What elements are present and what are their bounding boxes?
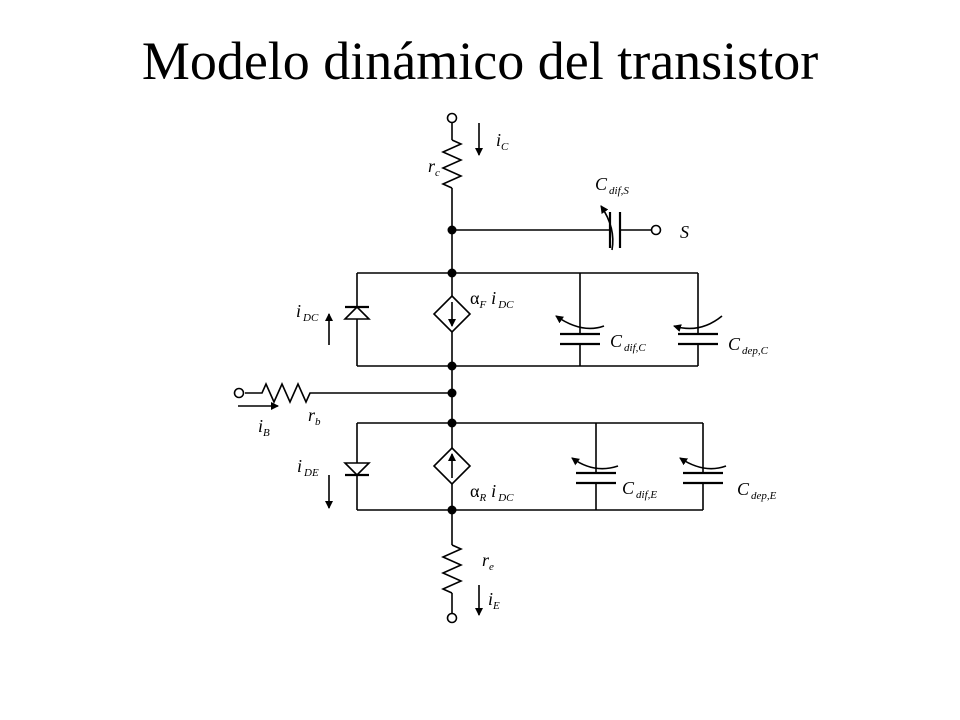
collector-diode-icon xyxy=(343,305,371,320)
junction-dot-icon xyxy=(447,225,457,235)
substrate-capacitor-variable-arrow-icon xyxy=(600,205,614,251)
label-i-c: iC xyxy=(496,130,509,153)
emitter-diffusion-capacitor-arrow-icon xyxy=(571,457,619,470)
junction-dot-icon xyxy=(447,388,457,398)
emitter-diode-icon xyxy=(343,462,371,477)
junction-dots xyxy=(447,225,457,515)
emitter-resistor-icon xyxy=(441,544,463,594)
label-s-terminal: S xyxy=(680,222,689,242)
forward-current-source-icon xyxy=(432,294,472,334)
junction-dot-icon xyxy=(447,361,457,371)
junction-dot-icon xyxy=(447,418,457,428)
label-r-e: re xyxy=(482,550,494,573)
collector-junction-block xyxy=(343,272,723,367)
base-resistor-icon xyxy=(245,382,452,404)
reverse-current-source-icon xyxy=(432,446,472,486)
slide-title: Modelo dinámico del transistor xyxy=(141,31,819,91)
junction-dot-icon xyxy=(447,268,457,278)
label-i-b: iB xyxy=(258,416,270,439)
collector-depletion-capacitor-arrow-icon xyxy=(673,315,723,332)
collector-resistor-icon xyxy=(441,139,463,189)
label-r-c: rc xyxy=(428,156,440,179)
substrate-capacitor-branch xyxy=(452,205,652,251)
base-terminal-icon[interactable] xyxy=(233,387,245,399)
label-r-b: rb xyxy=(308,405,321,428)
emitter-terminal-icon[interactable] xyxy=(446,612,458,624)
label-i-e: iE xyxy=(488,589,500,612)
emitter-junction-block xyxy=(343,422,727,511)
substrate-terminal-icon[interactable] xyxy=(650,224,662,236)
junction-dot-icon xyxy=(447,505,457,515)
emitter-depletion-capacitor-arrow-icon xyxy=(679,457,727,470)
collector-terminal-icon[interactable] xyxy=(446,112,458,124)
base-branch xyxy=(245,382,452,404)
collector-diffusion-capacitor-arrow-icon xyxy=(555,315,605,330)
